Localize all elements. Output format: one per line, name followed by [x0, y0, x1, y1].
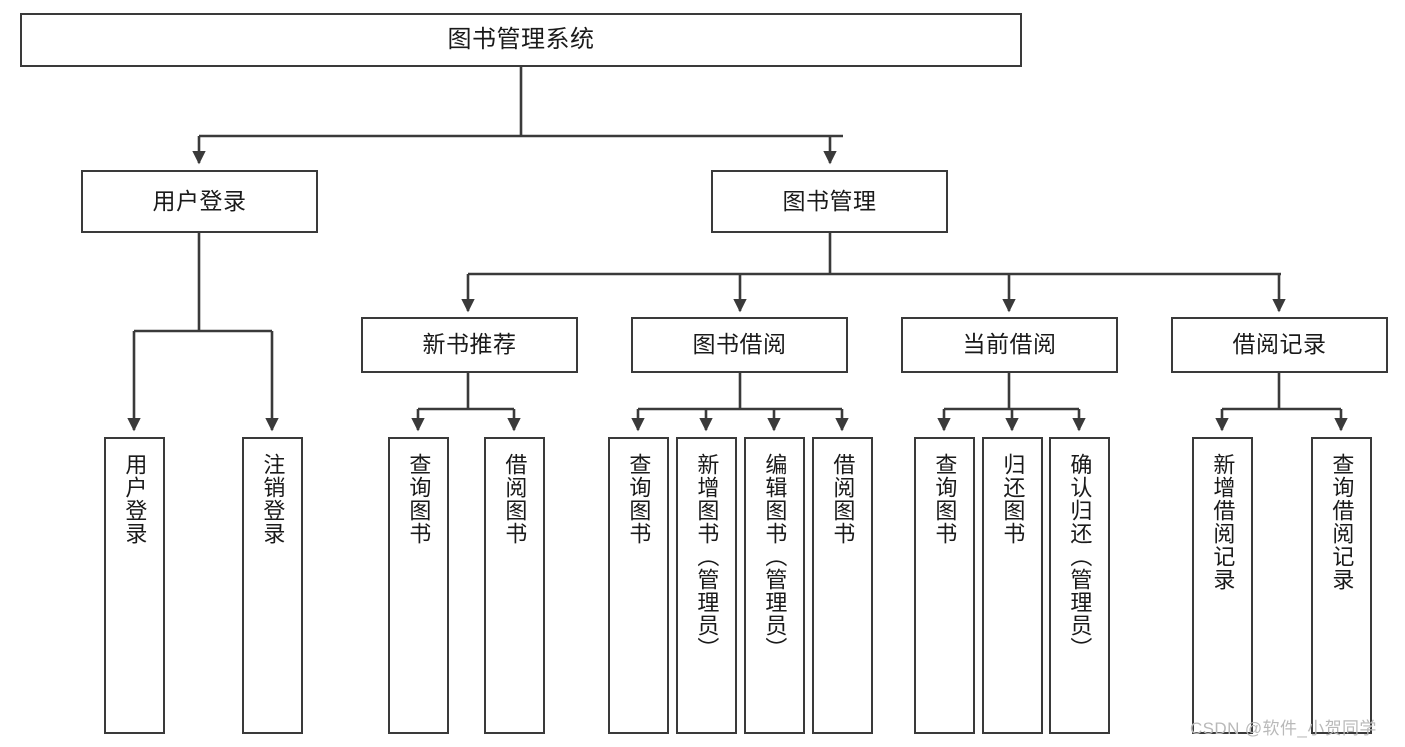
node-label: 图书借阅: [692, 331, 787, 358]
node-label: 确认归还（管理员）: [1067, 453, 1093, 660]
leaf-borrow-edit-book[interactable]: 编辑图书（管理员）: [744, 437, 805, 734]
node-label: 查询借阅记录: [1329, 453, 1355, 591]
node-label: 新增借阅记录: [1210, 453, 1236, 591]
node-label: 借阅图书: [502, 453, 528, 545]
leaf-user-login-signout[interactable]: 注销登录: [242, 437, 303, 734]
leaf-new-book-borrow[interactable]: 借阅图书: [484, 437, 545, 734]
node-label: 用户登录: [122, 453, 148, 545]
node-root-system[interactable]: 图书管理系统: [20, 13, 1022, 67]
node-label: 查询图书: [406, 453, 432, 545]
leaf-record-query[interactable]: 查询借阅记录: [1311, 437, 1372, 734]
leaf-new-book-query[interactable]: 查询图书: [388, 437, 449, 734]
leaf-current-return-book[interactable]: 归还图书: [982, 437, 1043, 734]
node-label: 借阅图书: [830, 453, 856, 545]
node-label: 查询图书: [626, 453, 652, 545]
node-label: 当前借阅: [962, 331, 1057, 358]
node-label: 新书推荐: [422, 331, 517, 358]
node-label: 图书管理: [782, 187, 877, 214]
node-label: 用户登录: [152, 187, 247, 214]
node-current-borrow[interactable]: 当前借阅: [901, 317, 1118, 373]
leaf-current-query-book[interactable]: 查询图书: [914, 437, 975, 734]
node-label: 新增图书（管理员）: [694, 453, 720, 660]
node-label: 借阅记录: [1232, 331, 1327, 358]
node-label: 图书管理系统: [447, 25, 595, 53]
node-label: 编辑图书（管理员）: [762, 453, 788, 660]
node-book-borrow[interactable]: 图书借阅: [631, 317, 848, 373]
leaf-borrow-add-book[interactable]: 新增图书（管理员）: [676, 437, 737, 734]
leaf-record-add[interactable]: 新增借阅记录: [1192, 437, 1253, 734]
leaf-borrow-borrow-book[interactable]: 借阅图书: [812, 437, 873, 734]
node-label: 查询图书: [932, 453, 958, 545]
node-book-management[interactable]: 图书管理: [711, 170, 948, 233]
node-user-login[interactable]: 用户登录: [81, 170, 318, 233]
watermark-text: CSDN @软件_小贺同学: [1190, 719, 1377, 738]
node-borrow-record[interactable]: 借阅记录: [1171, 317, 1388, 373]
leaf-current-confirm-return[interactable]: 确认归还（管理员）: [1049, 437, 1110, 734]
node-new-book-recommend[interactable]: 新书推荐: [361, 317, 578, 373]
node-label: 归还图书: [1000, 453, 1026, 545]
node-label: 注销登录: [260, 453, 286, 545]
leaf-borrow-query-book[interactable]: 查询图书: [608, 437, 669, 734]
leaf-user-login-signin[interactable]: 用户登录: [104, 437, 165, 734]
